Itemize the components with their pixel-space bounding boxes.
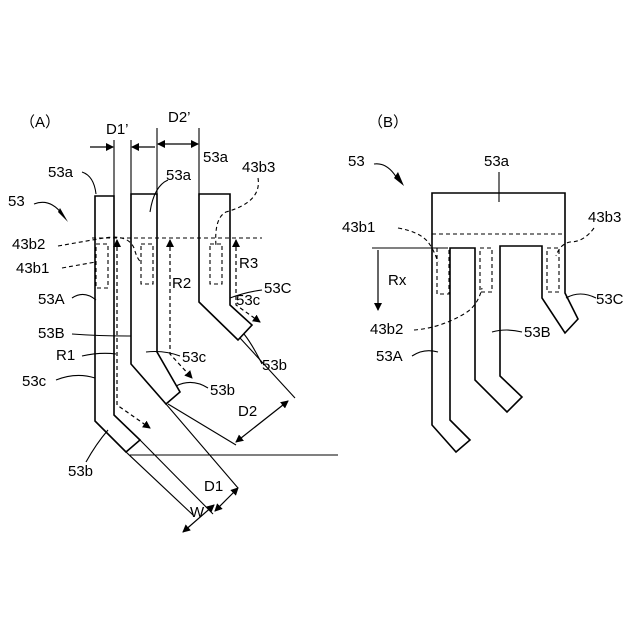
- arrow-R1: [117, 240, 150, 428]
- leader-53b-2: [176, 382, 208, 388]
- label-43b2-b: 43b2: [370, 321, 403, 338]
- leader-43b3-b: [556, 228, 594, 256]
- leader-43b3-a: [216, 178, 259, 246]
- panel-b-caption: （B）: [368, 114, 408, 131]
- label-53a-1: 53a: [48, 164, 74, 181]
- leader-53c-1: [56, 375, 95, 380]
- label-R3: R3: [239, 255, 258, 272]
- lead-frame-b: [432, 193, 578, 452]
- label-43b3-b: 43b3: [588, 209, 621, 226]
- panel-a-caption: （A）: [20, 114, 60, 131]
- panel-a: （A） D1’ D2’: [8, 109, 338, 532]
- leader-53A-b: [412, 351, 438, 356]
- region-43b3: [210, 244, 222, 284]
- label-53b-1: 53b: [68, 463, 93, 480]
- label-53c-2: 53c: [182, 349, 207, 366]
- d2-prime-label: D2’: [168, 109, 191, 126]
- leader-53a-2: [150, 180, 168, 212]
- label-53b-2: 53b: [210, 382, 235, 399]
- w-label: W: [190, 504, 205, 521]
- label-53C-b: 53C: [596, 291, 624, 308]
- label-53c-3: 53c: [236, 292, 261, 309]
- leader-53B-b: [492, 330, 522, 332]
- label-53a-b: 53a: [484, 153, 510, 170]
- label-53-b: 53: [348, 153, 365, 170]
- region-43b1-b: [437, 248, 449, 294]
- label-R2: R2: [172, 275, 191, 292]
- leader-53b-1: [86, 430, 108, 462]
- d1-extension-2: [140, 440, 213, 514]
- leader-R1: [82, 353, 116, 356]
- label-53-a: 53: [8, 193, 25, 210]
- label-43b1-b: 43b1: [342, 219, 375, 236]
- region-43b3-b: [547, 248, 559, 292]
- region-43b1: [96, 244, 108, 288]
- d1-extension-3: [166, 404, 238, 488]
- label-Rx: Rx: [388, 272, 407, 289]
- label-53B-b: 53B: [524, 324, 551, 341]
- label-53A-b: 53A: [376, 348, 403, 365]
- label-53a-3: 53a: [203, 149, 229, 166]
- leader-53b-3: [244, 334, 262, 364]
- region-43b2-b: [480, 248, 492, 292]
- region-43b2: [141, 244, 153, 284]
- dimension-d1-prime: D1’: [90, 121, 155, 196]
- leader-43b1-a: [62, 262, 96, 268]
- lead-53B: [131, 194, 180, 404]
- label-43b1-a: 43b1: [16, 260, 49, 277]
- leader-53A-a: [72, 294, 96, 300]
- panel-b: （B） 53 53a 43b1 43b3 Rx 53C 43b2 53B 53A: [342, 114, 624, 452]
- d2-label: D2: [238, 403, 257, 420]
- arrow-R3: [236, 240, 260, 322]
- leader-53a-1: [82, 172, 96, 194]
- label-43b2-a: 43b2: [12, 236, 45, 253]
- label-53A-a: 53A: [38, 291, 65, 308]
- label-53c-1: 53c: [22, 373, 47, 390]
- label-53b-3: 53b: [262, 357, 287, 374]
- leader-53B-a: [72, 334, 131, 336]
- arrowhead-53-b: [394, 172, 404, 186]
- label-R1: R1: [56, 347, 75, 364]
- leader-53C-b: [566, 294, 596, 298]
- d1-prime-label: D1’: [106, 121, 129, 138]
- d1-label: D1: [204, 478, 223, 495]
- label-53B-a: 53B: [38, 325, 65, 342]
- leader-53c-2: [146, 352, 180, 357]
- leader-53-a: [34, 202, 62, 214]
- label-53C-a: 53C: [264, 280, 292, 297]
- leader-43b2-a: [58, 237, 142, 262]
- label-43b3-a: 43b3: [242, 159, 275, 176]
- d2-extension-1: [168, 404, 236, 445]
- arrowhead-53-a: [58, 208, 68, 222]
- label-53a-2: 53a: [166, 167, 192, 184]
